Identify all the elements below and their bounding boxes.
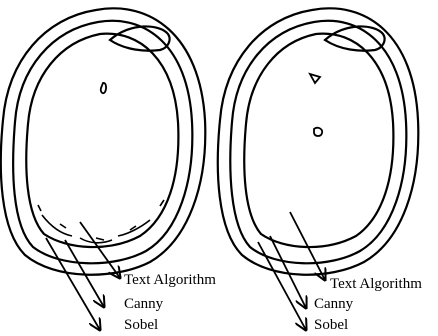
right-skull-diagram — [218, 8, 419, 274]
right-inner-brain-contour — [244, 34, 393, 247]
right-lesion-outline-upper — [310, 74, 320, 83]
right-label-text-algorithm: Text Algorithm — [330, 277, 422, 292]
right-lesion-outline-lower — [314, 128, 322, 136]
left-small-lesion-outline — [101, 83, 106, 93]
right-outer-skull-contour — [218, 8, 419, 274]
left-bottom-edge-noise — [38, 200, 164, 243]
left-skull-diagram — [1, 8, 205, 274]
right-arrows — [258, 212, 325, 330]
left-arrows — [46, 222, 120, 330]
left-arrow-text-algorithm — [80, 222, 120, 278]
left-arrow-sobel — [46, 238, 100, 330]
left-label-canny: Canny — [124, 297, 163, 312]
left-label-sobel: Sobel — [124, 318, 158, 333]
right-label-canny: Canny — [314, 297, 353, 312]
right-label-sobel: Sobel — [314, 318, 348, 333]
left-inner-brain-contour — [26, 34, 178, 247]
right-arrow-sobel — [258, 242, 306, 330]
left-outer-skull-contour — [1, 8, 205, 274]
left-label-text-algorithm: Text Algorithm — [124, 273, 216, 288]
